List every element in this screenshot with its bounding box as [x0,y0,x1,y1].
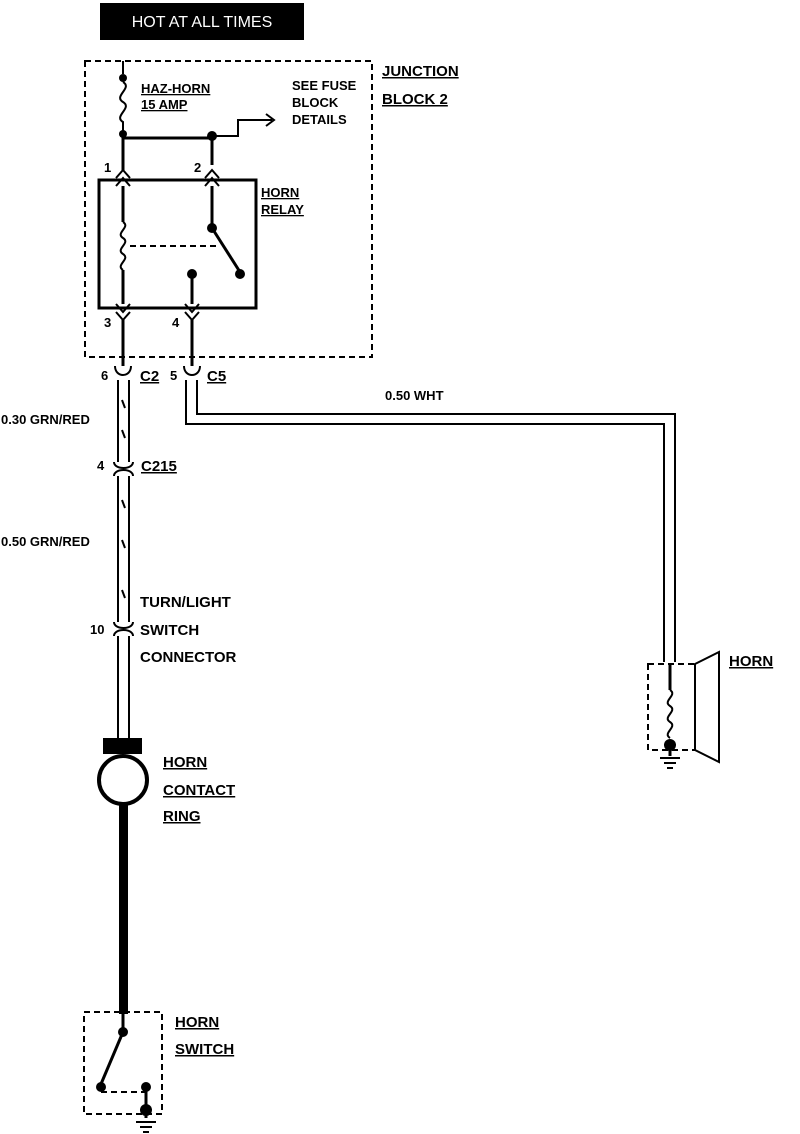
relay-pin-1: 1 [104,160,111,175]
c2-name: C2 [140,368,159,385]
horn-switch-ground-icon [136,1121,156,1133]
horn-relay-label-line1: HORN [261,185,299,200]
fuse-rating: 15 AMP [141,97,188,112]
fuse-ref-line2: BLOCK [292,95,339,110]
lower-grn-red-label: 0.50 GRN/RED [1,534,90,549]
fuse-name: HAZ-HORN [141,81,210,96]
junction-block-label-line2: BLOCK 2 [382,91,448,108]
white-wire-label: 0.50 WHT [385,388,444,403]
haz-horn-fuse [119,61,127,138]
horn-label: HORN [729,653,773,670]
white-wire [185,380,676,662]
c215-name: C215 [141,458,177,475]
turn-switch-line1: TURN/LIGHT [140,594,231,611]
c5-name: C5 [207,368,226,385]
c2-pin: 6 [101,368,108,383]
junction-block-label-line1: JUNCTION [382,63,459,80]
contact-ring-line1: HORN [163,754,207,771]
c215-pin: 4 [97,458,105,473]
fuse-ref-line1: SEE FUSE [292,78,357,93]
banner-text: HOT AT ALL TIMES [132,14,273,31]
junction-block-border [84,60,373,358]
relay-pin-3: 3 [104,315,111,330]
horn-icon [647,650,720,769]
contact-ring-line2: CONTACT [163,782,235,799]
relay-pin-4: 4 [172,315,180,330]
upper-grn-red-label: 0.30 GRN/RED [1,412,90,427]
contact-ring-line3: RING [163,808,201,825]
horn-switch-line1: HORN [175,1014,219,1031]
turn-switch-pin: 10 [90,622,104,637]
grn-red-wire [117,380,130,738]
relay-coil [119,186,127,304]
c5-pin: 5 [170,368,177,383]
hot-at-all-times-banner: HOT AT ALL TIMES [100,3,304,40]
horn-switch-line2: SWITCH [175,1041,234,1058]
horn-switch [83,1011,163,1118]
horn-contact-ring [97,738,149,1014]
fuse-ref-line3: DETAILS [292,112,347,127]
relay-switch [187,186,245,304]
relay-pin-2: 2 [194,160,201,175]
turn-switch-line2: SWITCH [140,622,199,639]
horn-relay-label-line2: RELAY [261,202,304,217]
horn-relay-box [97,178,258,310]
turn-switch-line3: CONNECTOR [140,649,237,666]
